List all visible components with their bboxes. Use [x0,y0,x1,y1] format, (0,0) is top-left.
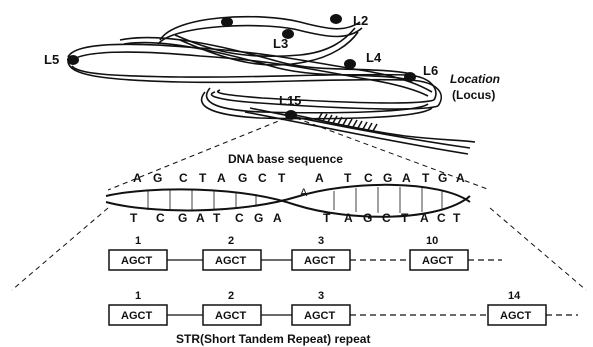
base-letter: C [235,211,244,225]
chromosome-strands [68,17,475,154]
dna-title: DNA base sequence [228,152,343,166]
repeat-unit: AGCT [215,310,246,322]
repeat-number: 3 [318,235,324,247]
str-row-1: 1 2 3 10 AGCT AGCT AGCT AGCT [109,235,502,270]
base-letter: C [156,211,165,225]
top-strand: A G C T A G C T A T C G A T G A [133,171,465,185]
repeat-unit: AGCT [215,255,246,267]
base-letter: A [217,171,226,185]
base-letter: C [382,211,391,225]
locus-label-l2: L2 [353,13,368,28]
repeat-number: 1 [135,235,141,247]
repeat-unit: AGCT [121,255,152,267]
base-letter: A [315,171,324,185]
dna-rungs [148,187,442,213]
base-letter: A [196,211,205,225]
crossover-letter: A [300,187,308,199]
base-letter: A [456,171,465,185]
repeat-unit: AGCT [500,310,531,322]
locus-label-l5: L5 [44,52,59,67]
base-letter: A [344,211,353,225]
locus-dot [330,14,342,24]
locus-label-l6: L6 [423,63,438,78]
repeat-number: 14 [508,290,521,302]
base-letter: C [364,171,373,185]
base-letter: A [402,171,411,185]
bottom-strand: T C G A T C G A T A G C T A C T [130,211,461,225]
base-letter: A [420,211,429,225]
locus-dot [67,55,79,65]
base-letter: T [453,211,461,225]
base-letter: T [323,211,331,225]
repeat-unit: AGCT [121,310,152,322]
base-letter: G [153,171,162,185]
locus-dot [344,59,356,69]
locus-dot [404,72,416,82]
base-letter: G [178,211,187,225]
locus-label: (Locus) [452,88,495,102]
repeat-number: 3 [318,290,324,302]
base-letter: A [273,211,282,225]
loci-markers [67,14,416,120]
base-letter: G [363,211,372,225]
base-letter: T [130,211,138,225]
locus-label-l4: L4 [366,50,382,65]
base-letter: G [238,171,247,185]
repeat-number: 2 [228,235,234,247]
repeat-unit: AGCT [422,255,453,267]
repeat-unit: AGCT [304,310,335,322]
base-letter: T [422,171,430,185]
locus-label-l3: L3 [273,36,288,51]
locus-dot [285,110,297,120]
location-label: Location [450,72,500,86]
repeat-number: 1 [135,290,141,302]
base-letter: G [254,211,263,225]
repeat-number: 10 [426,235,438,247]
base-letter: C [258,171,267,185]
base-letter: T [199,171,207,185]
locus-label-l15: L15 [279,93,301,108]
base-letter: G [383,171,392,185]
base-letter: C [179,171,188,185]
base-letter: T [213,211,221,225]
base-letter: T [278,171,286,185]
repeat-number: 2 [228,290,234,302]
base-letter: C [437,211,446,225]
base-letter: A [133,171,142,185]
caption: STR(Short Tandem Repeat) repeat [176,332,370,346]
str-row-2: 1 2 3 14 AGCT AGCT AGCT AGCT [109,290,578,325]
base-letter: G [438,171,447,185]
base-letter: T [401,211,409,225]
locus-dot [221,17,233,27]
base-letter: T [344,171,352,185]
repeat-unit: AGCT [304,255,335,267]
